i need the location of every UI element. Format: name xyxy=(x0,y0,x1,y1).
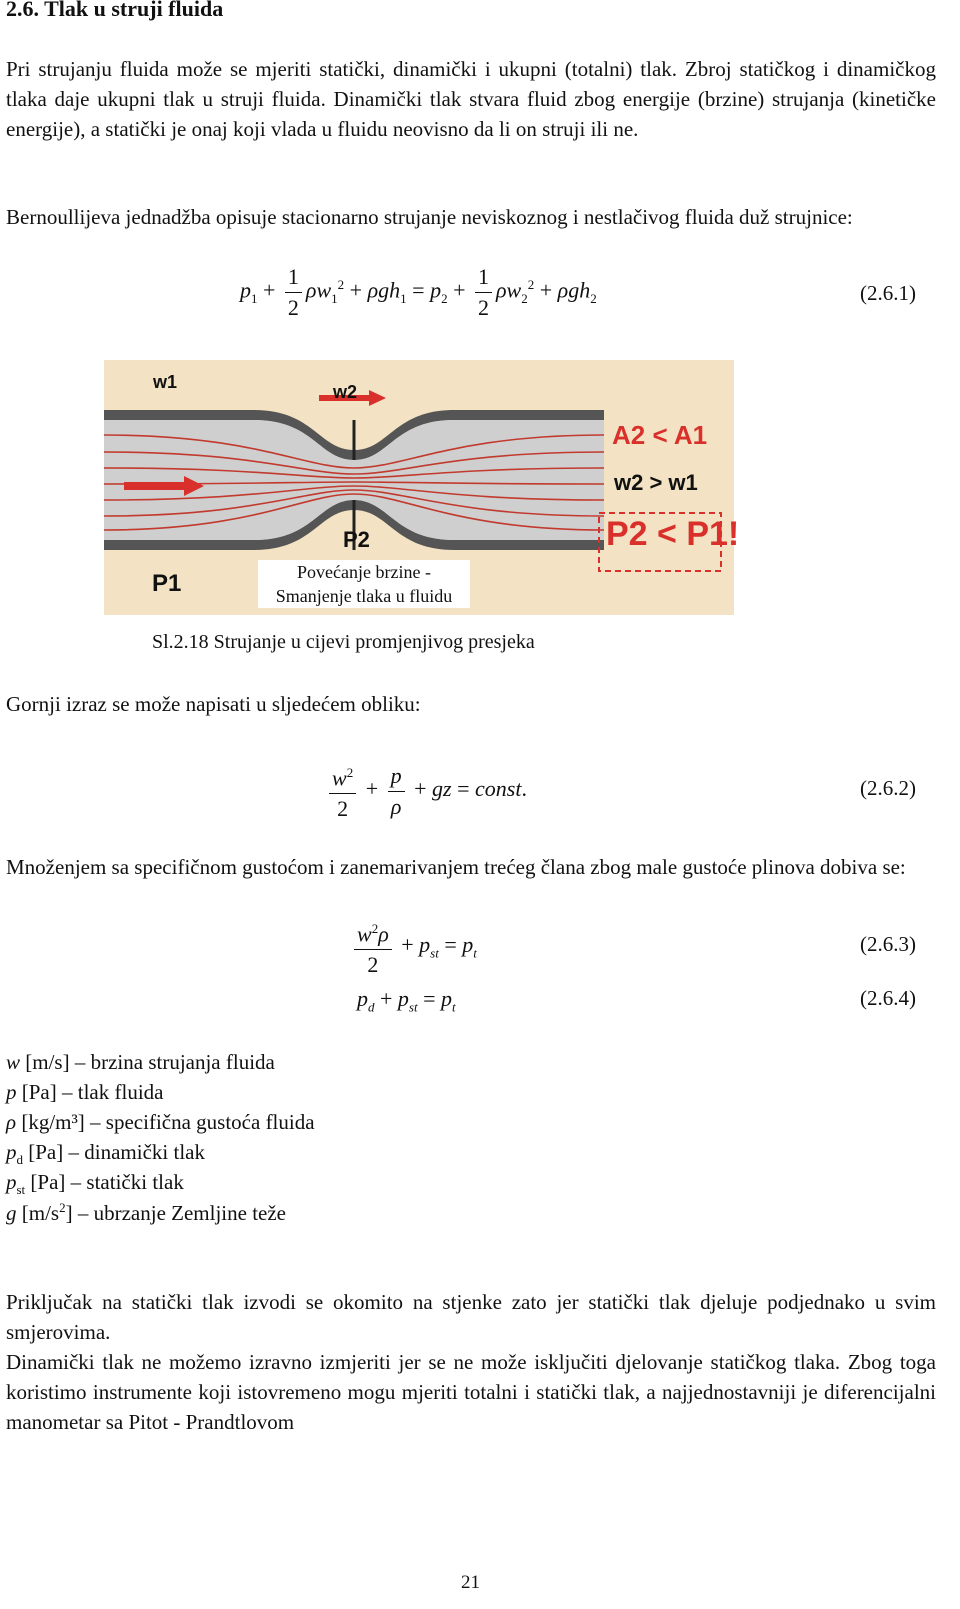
legend-rho: ρ [kg/m³] – specifična gustoća fluida xyxy=(6,1110,315,1134)
legend-w-text: brzina strujanja fluida xyxy=(90,1050,275,1074)
legend-rho-text: specifična gustoća fluida xyxy=(105,1110,315,1134)
label-pressure-relation: P2 < P1! xyxy=(606,515,740,553)
legend-pd: pd [Pa] – dinamički tlak xyxy=(6,1140,205,1168)
dynamic-paragraph: Dinamički tlak ne možemo izravno izmjeri… xyxy=(6,1350,936,1434)
figure-caption: Sl.2.18 Strujanje u cijevi promjenjivog … xyxy=(152,631,535,653)
figure-note-line2: Smanjenje tlaka u fluidu xyxy=(275,586,453,606)
intro-paragraph: Pri strujanju fluida može se mjeriti sta… xyxy=(6,57,936,141)
label-p1: P1 xyxy=(152,570,182,597)
legend-w: w [m/s] – brzina strujanja fluida xyxy=(6,1050,275,1074)
equation-number-4: (2.6.4) xyxy=(860,986,916,1010)
multiply-paragraph: Množenjem sa specifičnom gustoćom i zane… xyxy=(6,855,906,879)
label-w2: w2 xyxy=(333,382,358,402)
figure-note: Povećanje brzine - Smanjenje tlaka u flu… xyxy=(258,560,470,608)
label-w1: w1 xyxy=(153,372,178,392)
bernoulli-paragraph: Bernoullijeva jednadžba opisuje staciona… xyxy=(6,205,853,229)
equation-number-1: (2.6.1) xyxy=(860,281,916,305)
section-title: 2.6. Tlak u struji fluida xyxy=(6,0,224,21)
legend-g-text: ubrzanje Zemljine teže xyxy=(93,1201,286,1225)
venturi-figure xyxy=(103,360,734,615)
static-paragraph: Priključak na statički tlak izvodi se ok… xyxy=(6,1290,936,1344)
label-area-relation: A2 < A1 xyxy=(612,420,708,450)
legend-pst: pst [Pa] – statički tlak xyxy=(6,1170,184,1198)
legend-pd-text: dinamički tlak xyxy=(84,1140,205,1164)
rewrite-text: Gornji izraz se može napisati u sljedeće… xyxy=(6,692,421,716)
legend-pst-text: statički tlak xyxy=(86,1170,184,1194)
legend-p: p [Pa] – tlak fluida xyxy=(6,1080,164,1104)
equation-number-3: (2.6.3) xyxy=(860,932,916,956)
equation-number-2: (2.6.2) xyxy=(860,776,916,800)
equation-pressure-sum: pd + pst = pt xyxy=(357,986,456,1015)
legend-g: g [m/s2] – ubrzanje Zemljine teže xyxy=(6,1200,286,1225)
figure-note-line1: Povećanje brzine - xyxy=(297,562,431,582)
label-speed-relation: w2 > w1 xyxy=(614,470,698,495)
label-p2: P2 xyxy=(343,527,370,552)
legend-p-text: tlak fluida xyxy=(77,1080,164,1104)
page-number: 21 xyxy=(461,1572,480,1593)
